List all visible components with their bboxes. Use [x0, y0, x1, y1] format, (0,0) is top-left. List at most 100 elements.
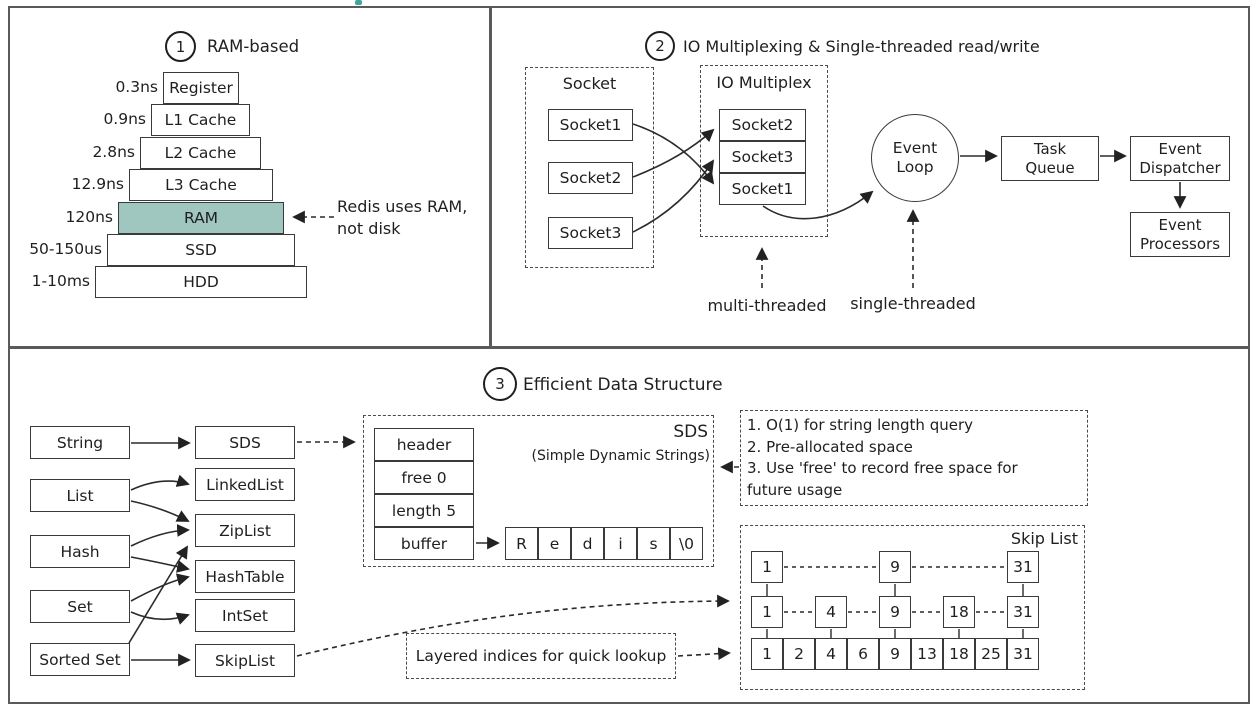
- type-label: String: [56, 433, 104, 452]
- section2-number-badge: 2: [645, 31, 675, 61]
- pyramid-label: Register: [169, 79, 233, 97]
- section1-number: 1: [175, 37, 186, 56]
- skiplist-node: 9: [879, 551, 911, 583]
- buffer-char: \0: [678, 534, 695, 553]
- skiplist-node: 18: [943, 596, 975, 628]
- pyramid-label: HDD: [183, 273, 219, 291]
- node-value: 31: [1013, 645, 1033, 663]
- struct-intset-box: IntSet: [195, 599, 295, 632]
- event-loop-circle: Event Loop: [871, 114, 959, 202]
- pyramid-row-ssd: SSD: [107, 234, 295, 266]
- node-value: 13: [917, 645, 937, 663]
- skiplist-node: 6: [847, 638, 879, 670]
- sds-note-line: 3. Use 'free' to record free space for: [747, 459, 1018, 477]
- type-label: Hash: [60, 542, 100, 561]
- event-dispatcher-text: Event Dispatcher: [1139, 140, 1220, 178]
- latency-register: 0.3ns: [115, 78, 158, 96]
- socket1-label: Socket1: [559, 116, 622, 134]
- single-threaded-label: single-threaded: [850, 294, 976, 313]
- struct-label: SkipList: [214, 651, 276, 670]
- sds-field-header: header: [374, 428, 474, 461]
- sds-notes-box: 1. O(1) for string length query 2. Pre-a…: [740, 410, 1088, 506]
- buffer-char: e: [549, 534, 560, 553]
- event-processors-line1: Event: [1158, 215, 1202, 234]
- latency-l2: 2.8ns: [92, 143, 135, 161]
- mux-item-label: Socket3: [731, 148, 794, 166]
- struct-label: LinkedList: [206, 475, 284, 494]
- struct-skiplist-box: SkipList: [195, 644, 295, 677]
- event-dispatcher-box: Event Dispatcher: [1130, 136, 1230, 181]
- skiplist-node: 13: [911, 638, 943, 670]
- socket3-box: Socket3: [548, 217, 633, 249]
- sds-buffer-cell: s: [637, 527, 670, 560]
- mux-item-label: Socket2: [731, 116, 794, 134]
- mux-item-socket3: Socket3: [719, 141, 806, 173]
- section3-number: 3: [495, 375, 505, 393]
- node-value: 25: [981, 645, 1001, 663]
- sds-note-line: future usage: [747, 480, 843, 499]
- struct-label: IntSet: [222, 606, 268, 625]
- type-set-box: Set: [30, 590, 130, 623]
- sds-field-length: length 5: [374, 494, 474, 527]
- event-dispatcher-line1: Event: [1158, 139, 1202, 158]
- mux-item-label: Socket1: [731, 180, 794, 198]
- layered-indices-box: Layered indices for quick lookup: [406, 633, 676, 679]
- pyramid-label: L3 Cache: [165, 176, 237, 194]
- buffer-char: R: [516, 534, 527, 553]
- node-value: 1: [762, 603, 772, 621]
- node-value: 4: [826, 645, 836, 663]
- node-value: 31: [1013, 603, 1033, 621]
- type-hash-box: Hash: [30, 535, 130, 568]
- skiplist-node: 31: [1007, 638, 1039, 670]
- outer-frame: [8, 6, 1250, 704]
- task-queue-text: Task Queue: [1025, 140, 1074, 178]
- latency-l3: 12.9ns: [71, 175, 124, 193]
- socket2-label: Socket2: [559, 169, 622, 187]
- skiplist-node: 1: [751, 596, 783, 628]
- sds-buffer-cell: \0: [670, 527, 703, 560]
- node-value: 31: [1013, 558, 1033, 576]
- latency-hdd: 1-10ms: [31, 272, 90, 290]
- skiplist-node: 4: [815, 638, 847, 670]
- pyramid-row-register: Register: [163, 72, 239, 104]
- event-dispatcher-line2: Dispatcher: [1139, 158, 1221, 177]
- task-queue-box: Task Queue: [1001, 136, 1099, 181]
- section2-title: IO Multiplexing & Single-threaded read/w…: [683, 37, 1040, 56]
- buffer-char: i: [618, 534, 623, 553]
- skiplist-node: 31: [1007, 551, 1039, 583]
- task-queue-line2: Queue: [1025, 158, 1075, 177]
- type-list-box: List: [30, 479, 130, 512]
- ram-annotation-line2: not disk: [337, 219, 401, 238]
- node-value: 9: [890, 558, 900, 576]
- socket3-label: Socket3: [559, 224, 622, 242]
- skiplist-detail-box: [740, 525, 1085, 690]
- node-value: 4: [826, 603, 836, 621]
- node-value: 1: [762, 645, 772, 663]
- type-label: Set: [67, 597, 93, 616]
- type-label: Sorted Set: [39, 650, 121, 669]
- section1-title: RAM-based: [207, 37, 300, 56]
- struct-label: ZipList: [219, 521, 271, 540]
- struct-label: SDS: [229, 433, 261, 452]
- latency-ssd: 50-150us: [29, 240, 102, 258]
- sds-detail-box: [363, 415, 714, 567]
- pyramid-label: SSD: [185, 241, 217, 259]
- sds-detail-label: SDS: [673, 422, 708, 442]
- sds-field-label: buffer: [400, 534, 448, 553]
- skiplist-node: 4: [815, 596, 847, 628]
- section3-title: Efficient Data Structure: [523, 375, 723, 395]
- struct-ziplist-box: ZipList: [195, 514, 295, 547]
- multi-threaded-label: multi-threaded: [707, 296, 827, 315]
- horizontal-divider: [8, 346, 1250, 349]
- skiplist-node: 1: [751, 638, 783, 670]
- sds-buffer-cell: e: [538, 527, 571, 560]
- section3-number-badge: 3: [483, 367, 517, 401]
- socket1-box: Socket1: [548, 109, 633, 141]
- layered-indices-label: Layered indices for quick lookup: [415, 647, 667, 665]
- skiplist-label: Skip List: [1010, 529, 1078, 548]
- mux-item-socket1: Socket1: [719, 173, 806, 205]
- pyramid-row-l2: L2 Cache: [140, 137, 261, 169]
- pyramid-label: RAM: [183, 209, 219, 227]
- node-value: 2: [794, 645, 804, 663]
- section1-number-badge: 1: [165, 31, 196, 62]
